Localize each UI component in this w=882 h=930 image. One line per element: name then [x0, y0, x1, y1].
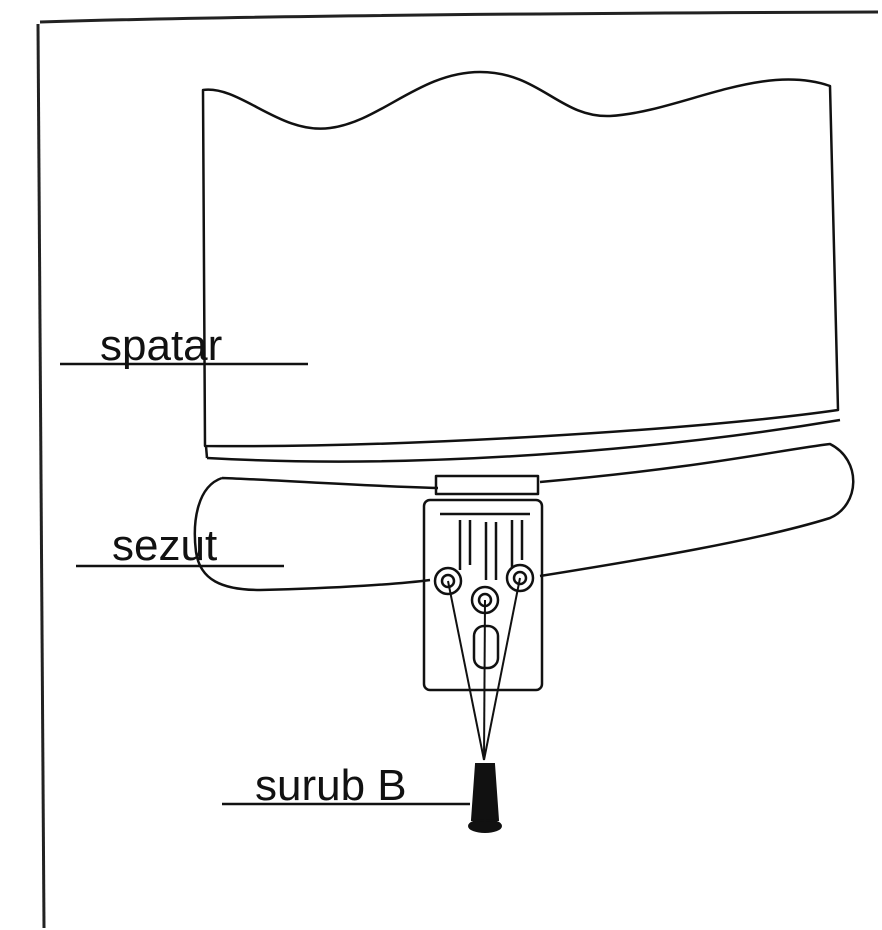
- guide-line-left: [447, 580, 485, 761]
- seat-drawing: [193, 442, 855, 592]
- guide-lines: [447, 577, 521, 761]
- frame-top-edge: [39, 10, 879, 24]
- backrest-bottom-band: [204, 445, 209, 459]
- bracket-rib-left: [458, 520, 472, 570]
- screw-b-drawing: [468, 763, 502, 833]
- screw-head: [468, 819, 502, 833]
- sezut-label: sezut: [112, 521, 217, 570]
- bracket-rib-center: [484, 522, 498, 580]
- backrest-drawing: [201, 70, 841, 463]
- bracket-slot: [472, 624, 500, 670]
- screw-hole-right: [505, 563, 535, 593]
- screw-hole-left-inner: [440, 573, 456, 589]
- screw-hole-right-inner: [512, 570, 528, 586]
- backrest-lower-edge: [206, 418, 841, 463]
- screw-shank: [470, 763, 500, 821]
- leader-lines: [60, 362, 470, 806]
- spatar-label: spatar: [100, 321, 222, 370]
- guide-line-right: [483, 577, 521, 761]
- guide-line-center: [483, 599, 486, 761]
- backrest-outline: [201, 70, 840, 448]
- surub-b-label: surub B: [255, 761, 407, 810]
- diagram-frame: [36, 10, 879, 929]
- mounting-bracket: [422, 474, 544, 692]
- bracket-rib-right: [510, 520, 524, 568]
- frame-left-edge: [36, 23, 46, 929]
- bracket-plate: [422, 498, 544, 692]
- bracket-top-strip: [434, 474, 540, 496]
- seat-outline: [193, 442, 855, 592]
- screw-hole-left: [433, 566, 463, 596]
